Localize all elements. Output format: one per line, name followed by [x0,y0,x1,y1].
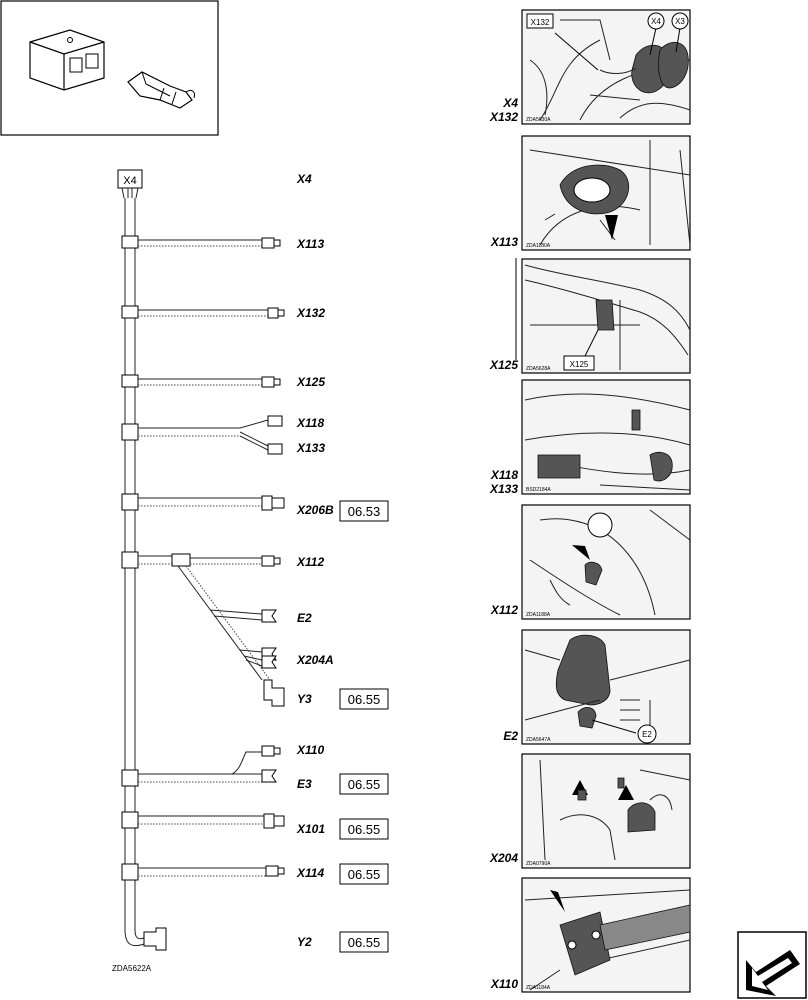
photo-5-code: ZDA1188A [526,612,551,618]
branch-wires [138,239,271,877]
diagram-code: ZDA5622A [112,964,152,973]
photo-2-label: X113 [490,235,518,249]
photo-x112: ZDA1188A [521,504,691,620]
photo-x118-x133: BSD2184A [521,379,691,495]
connector-label-x118: X118 [296,416,324,430]
photo-x125: X125 ZDA5628A [521,258,691,374]
connector-detail-inset [0,0,219,136]
branch-clips [121,235,139,881]
connector-label-x206b: X206B [296,503,334,517]
connector-label-x114: X114 [296,866,324,880]
photo-1-label-b: X132 [489,110,518,124]
photo-x4-x132: X132 X4 X3 ZDA5630A [521,9,691,125]
reference-box-x114[interactable]: 06.55 [339,863,389,885]
end-plugs [143,237,285,951]
photo-1-code: ZDA5630A [526,117,551,123]
head-connector-x4: X4 [117,169,143,199]
photo-5-label: X112 [490,603,518,617]
photo-6-label: E2 [503,729,518,743]
photo-4-label-a: X118 [490,468,518,482]
svg-text:06.55: 06.55 [348,692,381,707]
connector-label-y2: Y2 [297,935,312,949]
photo-e2: E2 ZDA5647A [521,629,691,745]
connector-housing-icon [29,29,105,91]
connector-labels: X4 X113 X132 X125 X118 X133 X206B X112 E… [296,172,334,949]
svg-text:06.55: 06.55 [348,822,381,837]
connector-label-x110: X110 [296,743,324,757]
photo-3-code: ZDA5628A [526,366,551,372]
photo-3-label: X125 [489,358,518,372]
svg-text:06.55: 06.55 [348,777,381,792]
photo-x110: ZDA1184A [521,877,691,993]
photo-7-label: X204 [489,851,518,865]
connector-label-y3: Y3 [297,692,312,706]
photo-1-label-a: X4 [502,96,518,110]
connector-label-x133: X133 [296,441,325,455]
reference-box-e3[interactable]: 06.55 [339,773,389,795]
photo-2-code: ZDA1180A [526,243,551,249]
connector-label-x4: X4 [296,172,312,186]
photo-6-code: ZDA5647A [526,737,551,743]
photo-1-callout-x132: X132 [531,18,550,27]
connector-label-x204a: X204A [296,653,334,667]
svg-text:06.55: 06.55 [348,935,381,950]
photo-4-code: BSD2184A [526,487,551,493]
connector-label-x132: X132 [296,306,325,320]
photo-7-code: ZDA0790A [526,861,551,867]
reference-box-x101[interactable]: 06.55 [339,818,389,840]
svg-text:06.53: 06.53 [348,504,381,519]
head-connector-label: X4 [123,175,136,187]
reference-box-x206b[interactable]: 06.53 [339,500,389,522]
connector-label-x113: X113 [296,237,324,251]
connector-label-x101: X101 [296,822,325,836]
reference-box-y2[interactable]: 06.55 [339,931,389,953]
photo-1-callout-x4: X4 [651,17,661,26]
connector-label-x125: X125 [296,375,325,389]
connector-label-e3: E3 [297,777,312,791]
navigation-arrow-icon[interactable] [737,931,807,999]
photo-x113: ZDA1180A [521,135,691,251]
photo-1-callout-x3: X3 [675,17,685,26]
photo-6-callout-e2: E2 [642,730,652,739]
photo-8-label: X110 [490,977,518,991]
connector-label-x112: X112 [296,555,324,569]
svg-text:06.55: 06.55 [348,867,381,882]
reference-boxes: 06.53 06.55 06.55 06.55 06.55 06.55 [339,500,389,953]
photo-4-label-b: X133 [489,482,518,496]
photo-x204: ZDA0790A [521,753,691,869]
photo-8-code: ZDA1184A [526,985,551,991]
photo-3-callout-x125: X125 [570,360,589,369]
connector-label-e2: E2 [297,611,312,625]
terminal-pin-icon [127,71,195,109]
reference-box-y3[interactable]: 06.55 [339,688,389,710]
